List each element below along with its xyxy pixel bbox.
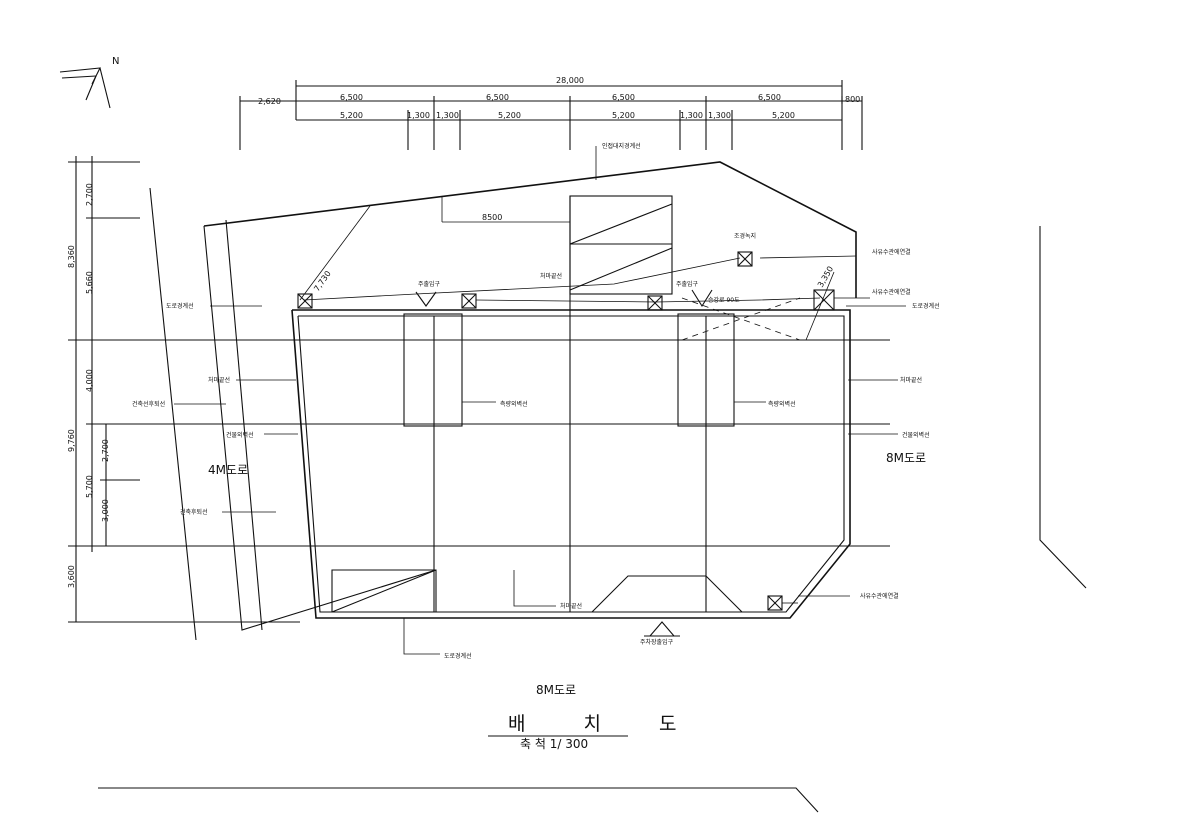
building-outline [291, 195, 890, 619]
road-bottom: 8M도로 [536, 683, 576, 697]
drawing-title: 배 치 도 [508, 713, 703, 735]
left-dimensions: 8,360 9,760 3,600 2,700 5,660 4,000 5,70… [67, 156, 300, 623]
label-road-boundary-right: 도로경계선 [912, 302, 940, 310]
dim-inner-3: 4,000 [85, 369, 94, 392]
label-adjacent-boundary: 인접대지경계선 [602, 142, 641, 150]
dim-left-1: 8,360 [67, 245, 76, 268]
label-road-boundary-bottom: 도로경계선 [444, 652, 472, 660]
drainage-lines [299, 196, 870, 341]
dim-second-6: 1,300 [680, 111, 703, 120]
dim-second-7: 1,300 [708, 111, 731, 120]
label-entrance-1: 주출입구 [418, 280, 441, 288]
dim-inner-1: 2,700 [85, 183, 94, 206]
drawing-scale: 축 척 1/ 300 [520, 737, 588, 751]
road-right: 8M도로 [886, 451, 926, 465]
label-roof-line: 처마끝선 [540, 272, 562, 280]
site-boundary [149, 161, 1087, 641]
dim-left-2: 9,760 [67, 429, 76, 452]
top-dimensions: 28,000 2,620 6,500 6,500 6,500 6,500 800… [239, 76, 863, 150]
label-setback-line: 건축후퇴선 [180, 508, 208, 516]
dim-second-1: 5,200 [340, 111, 363, 120]
label-entrance-2: 주출입구 [676, 280, 699, 288]
label-eave-right: 처마끝선 [900, 376, 922, 384]
label-water-conn-1: 사유수관에연결 [872, 248, 911, 256]
label-parking-entrance: 주차장출입구 [640, 638, 674, 646]
entrance-markers [415, 289, 713, 637]
label-center-2: 측량외벽선 [768, 400, 796, 408]
dim-top-4: 6,500 [612, 93, 635, 102]
dim-top-5: 6,500 [758, 93, 781, 102]
label-road-boundary-left: 도로경계선 [166, 302, 194, 310]
dim-inner-4: 5,700 [85, 475, 94, 498]
label-eave-bottom: 처마끝선 [560, 602, 582, 610]
dim-left-3: 3,600 [67, 565, 76, 588]
dim-diag-1: 7,730 [312, 269, 333, 293]
dim-inner2-2: 3,000 [101, 499, 110, 522]
label-eave-left: 처마끝선 [208, 376, 230, 384]
north-label: N [112, 56, 119, 67]
dim-top-3: 6,500 [486, 93, 509, 102]
dim-top-6: 800 [845, 95, 860, 104]
label-build-line: 건축선후퇴선 [132, 400, 165, 408]
catch-basin-icons [297, 251, 835, 611]
dim-total: 28,000 [556, 76, 584, 85]
dim-second-5: 5,200 [612, 111, 635, 120]
dim-top-1: 2,620 [258, 97, 281, 106]
north-arrow-icon: N [59, 56, 119, 109]
dim-second-4: 5,200 [498, 111, 521, 120]
dim-inner-2: 5,660 [85, 271, 94, 294]
road-left: 4M도로 [208, 463, 248, 477]
label-wall-right: 건물외벽선 [902, 431, 930, 439]
label-water-conn-3: 사유수관에연결 [860, 592, 899, 600]
dim-top-2: 6,500 [340, 93, 363, 102]
dim-second-8: 5,200 [772, 111, 795, 120]
dim-second-3: 1,300 [436, 111, 459, 120]
dim-8500: 8500 [482, 213, 502, 222]
dim-inner2-1: 2,700 [101, 439, 110, 462]
dim-second-2: 1,300 [407, 111, 430, 120]
label-center-1: 측량외벽선 [500, 400, 528, 408]
label-wall-left: 건물외벽선 [226, 431, 254, 439]
label-lift: 승강로 90도 [708, 296, 740, 304]
leader-lines [174, 146, 906, 655]
label-water-conn-2: 사유수관에연결 [872, 288, 911, 296]
label-landscape: 조경녹지 [734, 232, 756, 240]
